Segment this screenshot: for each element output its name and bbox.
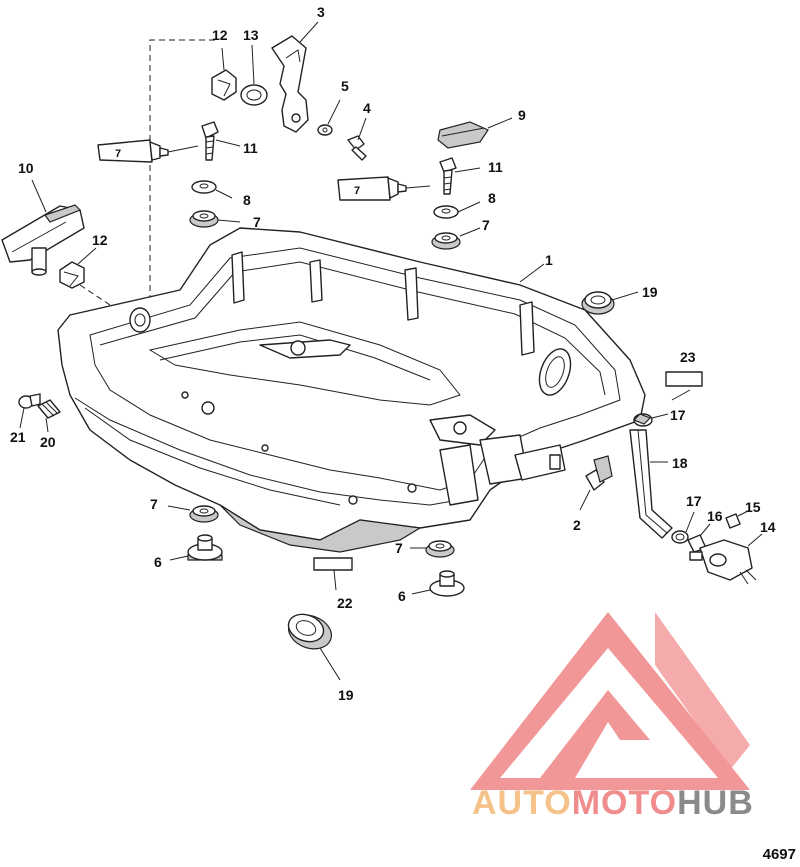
callout-12-left: 12 — [92, 232, 108, 248]
callout-23: 23 — [680, 349, 696, 365]
decal-part-23 — [665, 371, 703, 387]
callout-19-lower: 19 — [338, 687, 354, 703]
callout-14: 14 — [760, 519, 776, 535]
clip-part-12-left — [59, 247, 97, 289]
washer-part-8-left — [191, 180, 233, 199]
watermark-text-auto: AUTO — [472, 784, 572, 822]
grommet-part-7-left — [189, 210, 241, 228]
callout-15: 15 — [745, 499, 761, 515]
sealant-tube-label-right: 7 — [354, 185, 360, 197]
watermark-text-hub: HUB — [677, 784, 754, 822]
sealant-tube-label-left: 7 — [115, 148, 121, 160]
bolt-part-4 — [347, 117, 367, 161]
callout-7-lower-left: 7 — [150, 496, 158, 512]
callout-2: 2 — [573, 517, 581, 533]
callout-7-lower-mid: 7 — [395, 540, 403, 556]
clip-part-12-top — [211, 47, 237, 101]
callout-13: 13 — [243, 27, 259, 43]
bracket-part-3 — [271, 21, 319, 133]
callout-6-mid: 6 — [398, 588, 406, 604]
callout-8-right: 8 — [488, 190, 496, 206]
callout-6-left: 6 — [154, 554, 162, 570]
callout-17-top: 17 — [670, 407, 686, 423]
clamp-part-17-top — [632, 413, 669, 427]
screw-part-15 — [725, 509, 751, 529]
handle-part-10 — [1, 179, 85, 276]
clamp-part-17-bottom — [671, 511, 695, 544]
callout-10: 10 — [18, 160, 34, 176]
mount-part-6-mid — [411, 570, 465, 597]
guide-line-dashed-2 — [79, 284, 111, 306]
leader-part-1 — [519, 263, 545, 283]
callout-8-left: 8 — [243, 192, 251, 208]
valve-part-14 — [689, 533, 763, 585]
callout-17-bottom: 17 — [686, 493, 702, 509]
bracket-part-2 — [579, 455, 613, 511]
callout-7-right: 7 — [482, 217, 490, 233]
decal-part-22 — [313, 557, 353, 591]
clamp-part-21 — [18, 393, 41, 429]
callout-12: 12 — [212, 27, 228, 43]
callout-16: 16 — [707, 508, 723, 524]
callout-19-right: 19 — [642, 284, 658, 300]
callout-18: 18 — [672, 455, 688, 471]
callout-20: 20 — [40, 434, 56, 450]
callout-11-left: 11 — [243, 140, 258, 156]
callout-3: 3 — [317, 4, 325, 20]
mount-part-6-left — [169, 534, 223, 561]
plug-part-19-right — [581, 291, 639, 315]
watermark-text: AUTOMOTOHUB — [472, 784, 754, 823]
callout-22: 22 — [337, 595, 353, 611]
callout-1: 1 — [545, 252, 553, 268]
fitting-part-20 — [37, 399, 61, 433]
guide-line-dashed — [149, 39, 215, 300]
washer-part-5 — [317, 99, 341, 136]
callout-4: 4 — [363, 100, 371, 116]
grommet-part-7-lower-left — [167, 505, 219, 523]
watermark-logo — [470, 612, 750, 790]
callout-5: 5 — [341, 78, 349, 94]
grommet-part-7-right — [431, 227, 481, 250]
leader-part-23 — [671, 389, 691, 401]
bolt-part-11-left — [201, 121, 241, 161]
plug-part-19-lower — [287, 613, 341, 681]
callout-7-left: 7 — [253, 214, 261, 230]
sealant-tube-left — [97, 139, 199, 163]
sealant-tube-right — [337, 176, 431, 201]
gasket-part-13 — [240, 44, 268, 106]
hose-part-18 — [629, 429, 673, 539]
figure-number: 4697 — [762, 846, 796, 863]
callout-11-right: 11 — [488, 159, 503, 175]
bolt-part-11-right — [439, 157, 481, 195]
watermark-text-moto: MOTO — [571, 784, 678, 822]
pad-part-9 — [437, 117, 513, 149]
callout-21: 21 — [10, 429, 26, 445]
callout-9: 9 — [518, 107, 526, 123]
lower-cowl-part-1 — [57, 227, 646, 553]
grommet-part-7-lower-mid — [410, 540, 455, 558]
washer-part-8-right — [433, 201, 481, 219]
